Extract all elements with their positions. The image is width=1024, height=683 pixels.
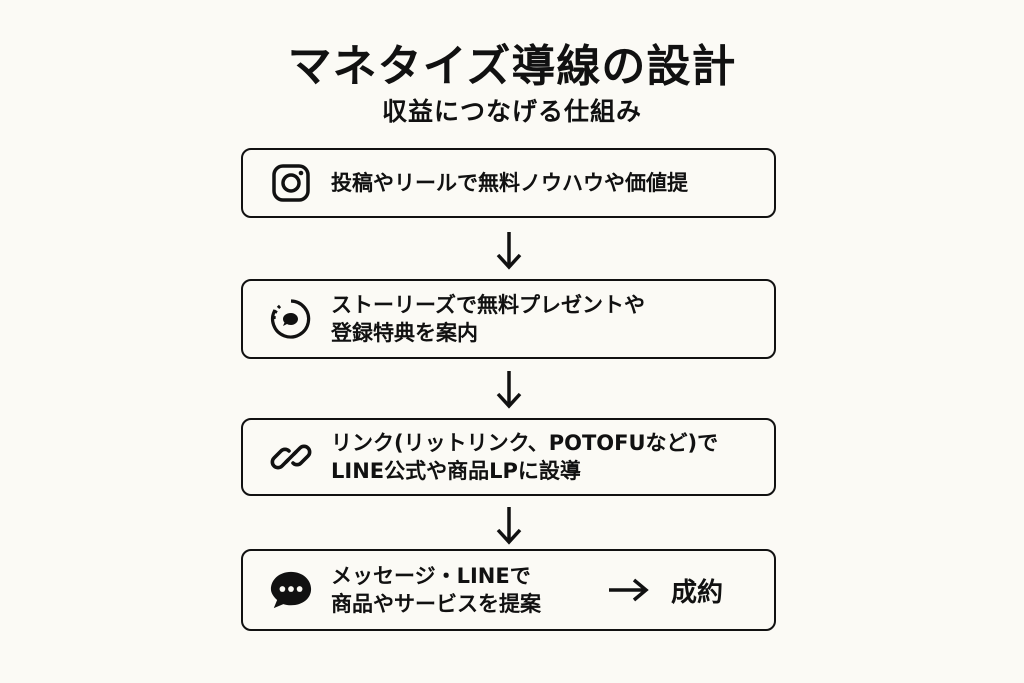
result-label: 成約 xyxy=(671,577,724,608)
story-icon xyxy=(269,297,313,341)
step-2-text: ストーリーズで無料プレゼントや 登録特典を案内 xyxy=(331,291,645,347)
step-1-box: 投稿やリールで無料ノウハウや価値提 xyxy=(241,148,776,218)
step-2-line-2: 登録特典を案内 xyxy=(331,321,478,345)
step-3-line-1: リンク(リットリンク、POTOFUなど)で xyxy=(331,431,719,455)
down-arrow-icon xyxy=(496,371,522,409)
step-4-line-1: メッセージ・LINEで xyxy=(331,564,531,588)
step-1-line-1: 投稿やリールで無料ノウハウや価値提 xyxy=(331,171,688,195)
chat-bubble-icon xyxy=(269,568,313,612)
step-4-box: メッセージ・LINEで 商品やサービスを提案 成約 xyxy=(241,549,776,631)
down-arrow-icon xyxy=(496,232,522,270)
step-2-line-1: ストーリーズで無料プレゼントや xyxy=(331,293,645,317)
link-icon xyxy=(269,435,313,479)
instagram-icon xyxy=(269,161,313,205)
down-arrow-icon xyxy=(496,507,522,545)
step-3-line-2: LINE公式や商品LPに設導 xyxy=(331,459,581,483)
step-1-text: 投稿やリールで無料ノウハウや価値提 xyxy=(331,169,688,197)
result: 成約 xyxy=(607,551,723,629)
step-4-line-2: 商品やサービスを提案 xyxy=(331,592,541,616)
page-subtitle: 収益につなげる仕組み xyxy=(381,97,642,126)
step-3-text: リンク(リットリンク、POTOFUなど)で LINE公式や商品LPに設導 xyxy=(331,429,718,485)
step-4-text: メッセージ・LINEで 商品やサービスを提案 xyxy=(331,562,541,618)
step-3-box: リンク(リットリンク、POTOFUなど)で LINE公式や商品LPに設導 xyxy=(241,418,776,496)
page-title: マネタイズ導線の設計 xyxy=(287,41,737,92)
step-2-box: ストーリーズで無料プレゼントや 登録特典を案内 xyxy=(241,279,776,359)
right-arrow-icon xyxy=(609,578,649,602)
